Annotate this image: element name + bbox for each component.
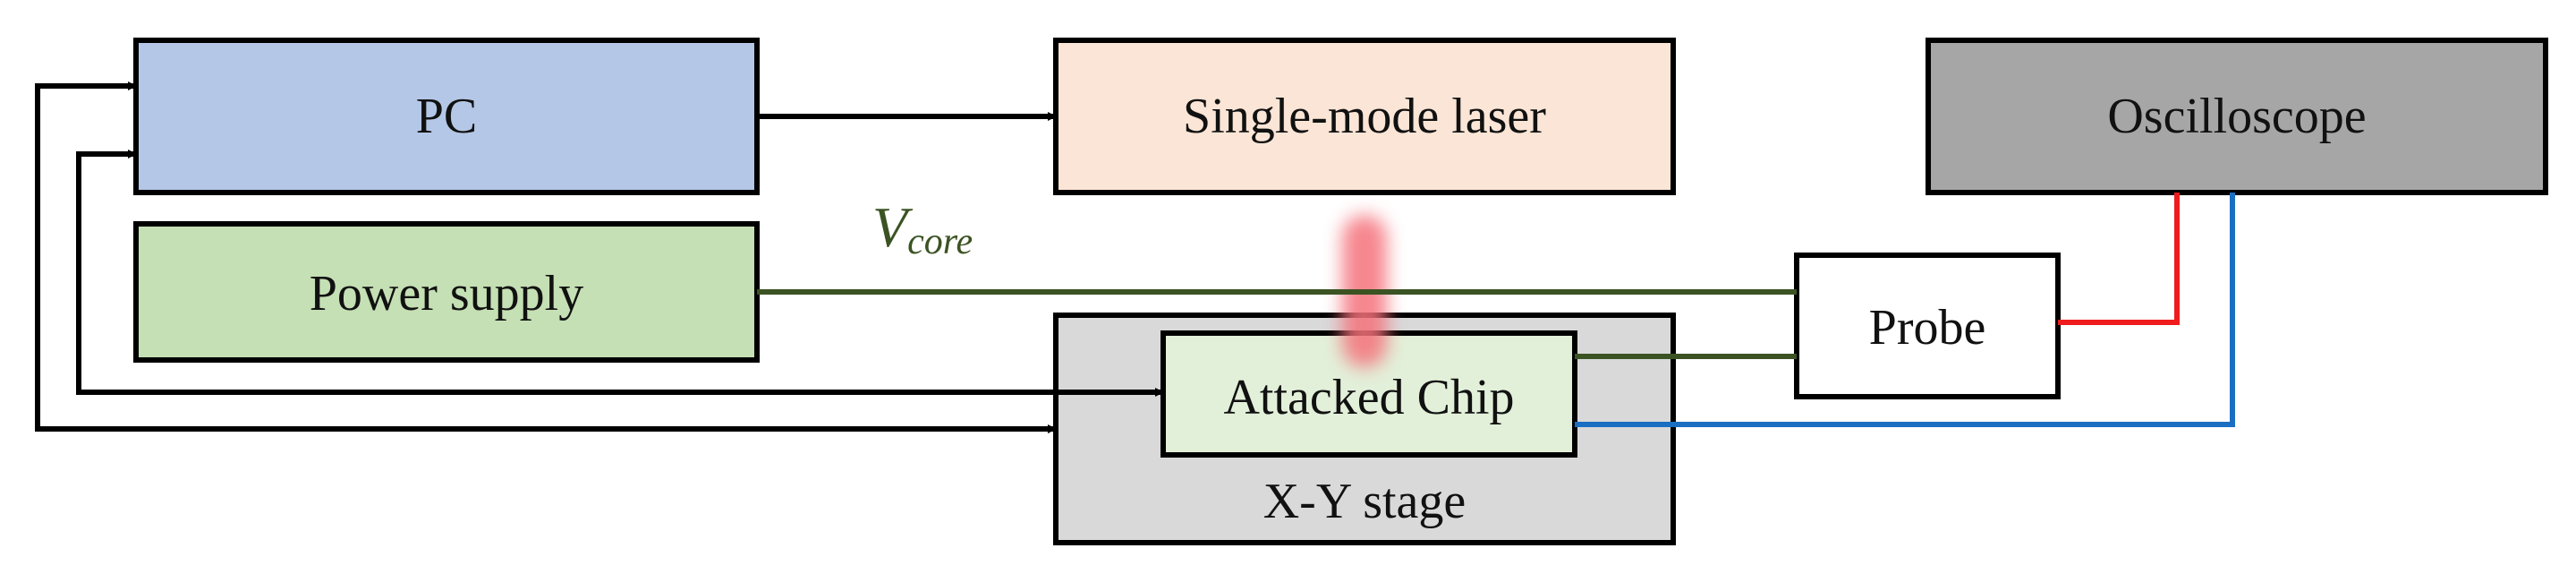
- laser-block: Single-mode laser: [1053, 38, 1676, 195]
- chip-to-scope-wire: [1575, 193, 2235, 427]
- power-supply-box: [133, 221, 760, 363]
- pc-label: PC: [416, 89, 478, 144]
- vcore-wires: [757, 289, 1797, 359]
- oscilloscope-label: Oscilloscope: [2107, 89, 2366, 144]
- laser-label: Single-mode laser: [1183, 89, 1546, 144]
- power-supply-label: Power supply: [310, 266, 583, 321]
- probe-block: Probe: [1794, 253, 2061, 399]
- vcore-subscript: core: [907, 221, 973, 262]
- attacked-chip-label: Attacked Chip: [1223, 370, 1514, 425]
- power-supply-block: Power supply: [133, 221, 760, 363]
- control-arrows: [35, 81, 1164, 433]
- probe-label: Probe: [1869, 300, 1986, 356]
- pc-block: PC: [133, 38, 760, 195]
- xy-stage-label: X-Y stage: [1263, 474, 1467, 529]
- oscilloscope-block: Oscilloscope: [1926, 38, 2548, 195]
- vcore-main: V: [872, 195, 914, 259]
- probe-box: [1794, 253, 2061, 399]
- oscilloscope-box: [1926, 38, 2548, 195]
- vcore-label: Vcore: [872, 195, 973, 262]
- laser-box: [1053, 38, 1676, 195]
- probe-to-scope-wire: [2058, 193, 2180, 325]
